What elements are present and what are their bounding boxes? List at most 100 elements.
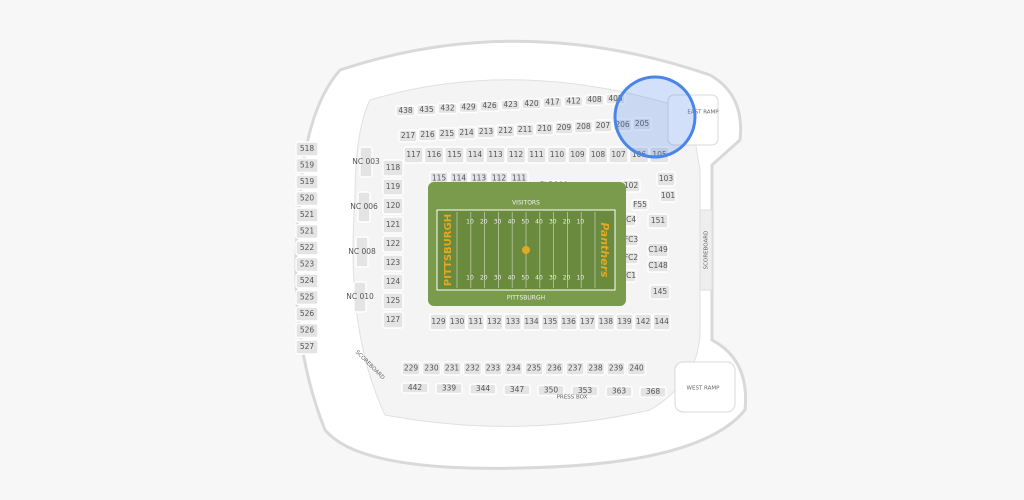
section-shape[interactable] <box>462 361 483 376</box>
section-shape[interactable] <box>623 233 639 247</box>
section-144[interactable]: 144 <box>652 313 671 331</box>
section-shape[interactable] <box>503 313 523 331</box>
section-shape[interactable] <box>382 235 404 253</box>
section-shape[interactable] <box>435 382 463 395</box>
section-shape[interactable] <box>647 259 669 273</box>
section-fc2[interactable]: FC2 <box>623 251 639 265</box>
section-108[interactable]: 108 <box>587 146 609 164</box>
section-shape[interactable] <box>447 313 467 331</box>
section-shape[interactable] <box>623 251 639 265</box>
section-110[interactable]: 110 <box>546 146 568 164</box>
section-420[interactable]: 420 <box>521 98 542 110</box>
section-114[interactable]: 114 <box>464 146 486 164</box>
section-shape[interactable] <box>295 256 319 273</box>
section-429[interactable]: 429 <box>458 101 479 114</box>
section-519[interactable]: 519 <box>295 174 319 190</box>
section-shape[interactable] <box>416 104 437 116</box>
section-shape[interactable] <box>458 101 479 114</box>
section-shape[interactable] <box>398 129 418 143</box>
section-136[interactable]: 136 <box>559 313 578 331</box>
section-213[interactable]: 213 <box>476 125 496 139</box>
section-129[interactable]: 129 <box>429 313 448 331</box>
section-123[interactable]: 123 <box>382 254 404 272</box>
section-shape[interactable] <box>615 313 634 331</box>
section-shape[interactable] <box>359 146 373 178</box>
section-shape[interactable] <box>401 361 421 376</box>
section-209[interactable]: 209 <box>554 121 574 135</box>
section-116[interactable]: 116 <box>423 146 445 164</box>
section-shape[interactable] <box>573 120 594 134</box>
section-127[interactable]: 127 <box>382 311 404 329</box>
section-shape[interactable] <box>295 157 319 174</box>
section-520[interactable]: 520 <box>295 190 319 207</box>
section-231[interactable]: 231 <box>442 361 462 376</box>
section-shape[interactable] <box>382 159 404 177</box>
section-shape[interactable] <box>503 384 531 396</box>
section-shape[interactable] <box>605 385 633 398</box>
section-113[interactable]: 113 <box>485 146 506 164</box>
section-shape[interactable] <box>565 361 585 376</box>
section-shape[interactable] <box>587 146 609 164</box>
section-shape[interactable] <box>659 189 677 203</box>
section-232[interactable]: 232 <box>462 361 483 376</box>
section-shape[interactable] <box>382 292 404 310</box>
section-shape[interactable] <box>633 313 653 331</box>
section-shape[interactable] <box>401 382 429 394</box>
section-shape[interactable] <box>559 313 578 331</box>
section-shape[interactable] <box>442 361 462 376</box>
section-112[interactable]: 112 <box>505 146 527 164</box>
section-shape[interactable] <box>563 95 584 108</box>
section-133[interactable]: 133 <box>503 313 523 331</box>
section-234[interactable]: 234 <box>503 361 524 376</box>
section-shape[interactable] <box>540 313 560 331</box>
section-120[interactable]: 120 <box>382 197 404 215</box>
section-435[interactable]: 435 <box>416 104 437 116</box>
section-527[interactable]: 527 <box>295 339 319 355</box>
section-135[interactable]: 135 <box>540 313 560 331</box>
section-138[interactable]: 138 <box>596 313 616 331</box>
section-shape[interactable] <box>639 386 667 398</box>
section-363[interactable]: 363 <box>605 385 633 398</box>
section-519[interactable]: 519 <box>295 157 319 174</box>
section-525[interactable]: 525 <box>295 289 319 306</box>
section-shape[interactable] <box>423 146 445 164</box>
section-f55[interactable]: F55 <box>631 199 649 211</box>
section-shape[interactable] <box>483 361 503 376</box>
section-151[interactable]: 151 <box>647 213 669 229</box>
section-215[interactable]: 215 <box>437 127 457 141</box>
section-368[interactable]: 368 <box>639 386 667 398</box>
section-shape[interactable] <box>429 313 448 331</box>
section-131[interactable]: 131 <box>466 313 485 331</box>
section-shape[interactable] <box>464 146 486 164</box>
section-shape[interactable] <box>515 123 535 137</box>
section-shape[interactable] <box>295 141 319 157</box>
section-230[interactable]: 230 <box>421 361 442 376</box>
section-103[interactable]: 103 <box>656 171 676 187</box>
section-216[interactable]: 216 <box>417 128 438 142</box>
section-shape[interactable] <box>295 174 319 190</box>
section-145[interactable]: 145 <box>649 284 671 300</box>
section-shape[interactable] <box>606 361 626 376</box>
section-shape[interactable] <box>295 289 319 306</box>
section-shape[interactable] <box>295 240 319 256</box>
section-115[interactable]: 115 <box>444 146 465 164</box>
section-shape[interactable] <box>632 117 652 131</box>
section-236[interactable]: 236 <box>544 361 565 376</box>
section-c148[interactable]: C148 <box>647 259 669 273</box>
section-shape[interactable] <box>444 146 465 164</box>
section-117[interactable]: 117 <box>403 146 424 164</box>
section-118[interactable]: 118 <box>382 159 404 177</box>
section-238[interactable]: 238 <box>585 361 606 376</box>
section-shape[interactable] <box>417 128 438 142</box>
section-shape[interactable] <box>466 313 485 331</box>
section-524[interactable]: 524 <box>295 273 319 289</box>
section-423[interactable]: 423 <box>500 99 521 111</box>
section-shape[interactable] <box>544 361 565 376</box>
section-shape[interactable] <box>534 122 555 136</box>
section-239[interactable]: 239 <box>606 361 626 376</box>
section-shape[interactable] <box>585 361 606 376</box>
section-121[interactable]: 121 <box>382 216 404 234</box>
section-shape[interactable] <box>353 281 367 313</box>
section-shape[interactable] <box>526 146 547 164</box>
section-235[interactable]: 235 <box>524 361 544 376</box>
